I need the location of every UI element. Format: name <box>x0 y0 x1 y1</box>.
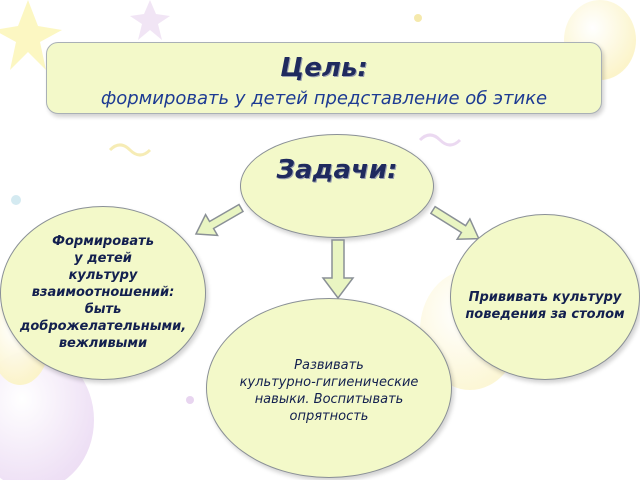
tasks-node: Задачи: <box>240 134 434 238</box>
task-text-relationships: Формировать у детей культуру взаимоотнош… <box>1 233 205 352</box>
tasks-title: Задачи: <box>276 155 398 185</box>
goal-title: Цель: <box>280 53 368 83</box>
task-line: доброжелательными, <box>19 319 187 334</box>
task-line: Развивать <box>294 358 364 373</box>
streamer-decoration <box>108 143 152 157</box>
task-line: Прививать культуру <box>468 290 622 305</box>
sparkle-decoration <box>0 0 62 70</box>
goal-text: формировать у детей представление об эти… <box>100 88 548 109</box>
task-line: Формировать <box>52 234 154 249</box>
streamer-decoration <box>418 133 462 147</box>
task-line: навыки. Воспитывать <box>254 392 404 407</box>
task-line: опрятность <box>289 409 369 424</box>
task-node-table-manners: Прививать культуру поведения за столом <box>450 214 640 380</box>
task-line: вежливыми <box>58 336 148 351</box>
task-line: у детей <box>74 251 132 266</box>
task-line: быть <box>84 302 122 317</box>
task-line: культуру <box>68 268 138 283</box>
confetti-decoration <box>414 14 422 22</box>
goal-box: Цель: формировать у детей представление … <box>46 42 602 114</box>
task-line: поведения за столом <box>465 307 625 322</box>
confetti-decoration <box>11 195 21 205</box>
task-node-hygiene: Развивать культурно-гигиенические навыки… <box>206 298 452 478</box>
sparkle-decoration <box>130 0 170 40</box>
confetti-decoration <box>186 396 194 404</box>
task-text-hygiene: Развивать культурно-гигиенические навыки… <box>207 357 451 425</box>
task-text-table-manners: Прививать культуру поведения за столом <box>451 289 639 323</box>
task-line: взаимоотношений: <box>31 285 175 300</box>
task-line: культурно-гигиенические <box>239 375 419 390</box>
task-node-relationships: Формировать у детей культуру взаимоотнош… <box>0 206 206 380</box>
